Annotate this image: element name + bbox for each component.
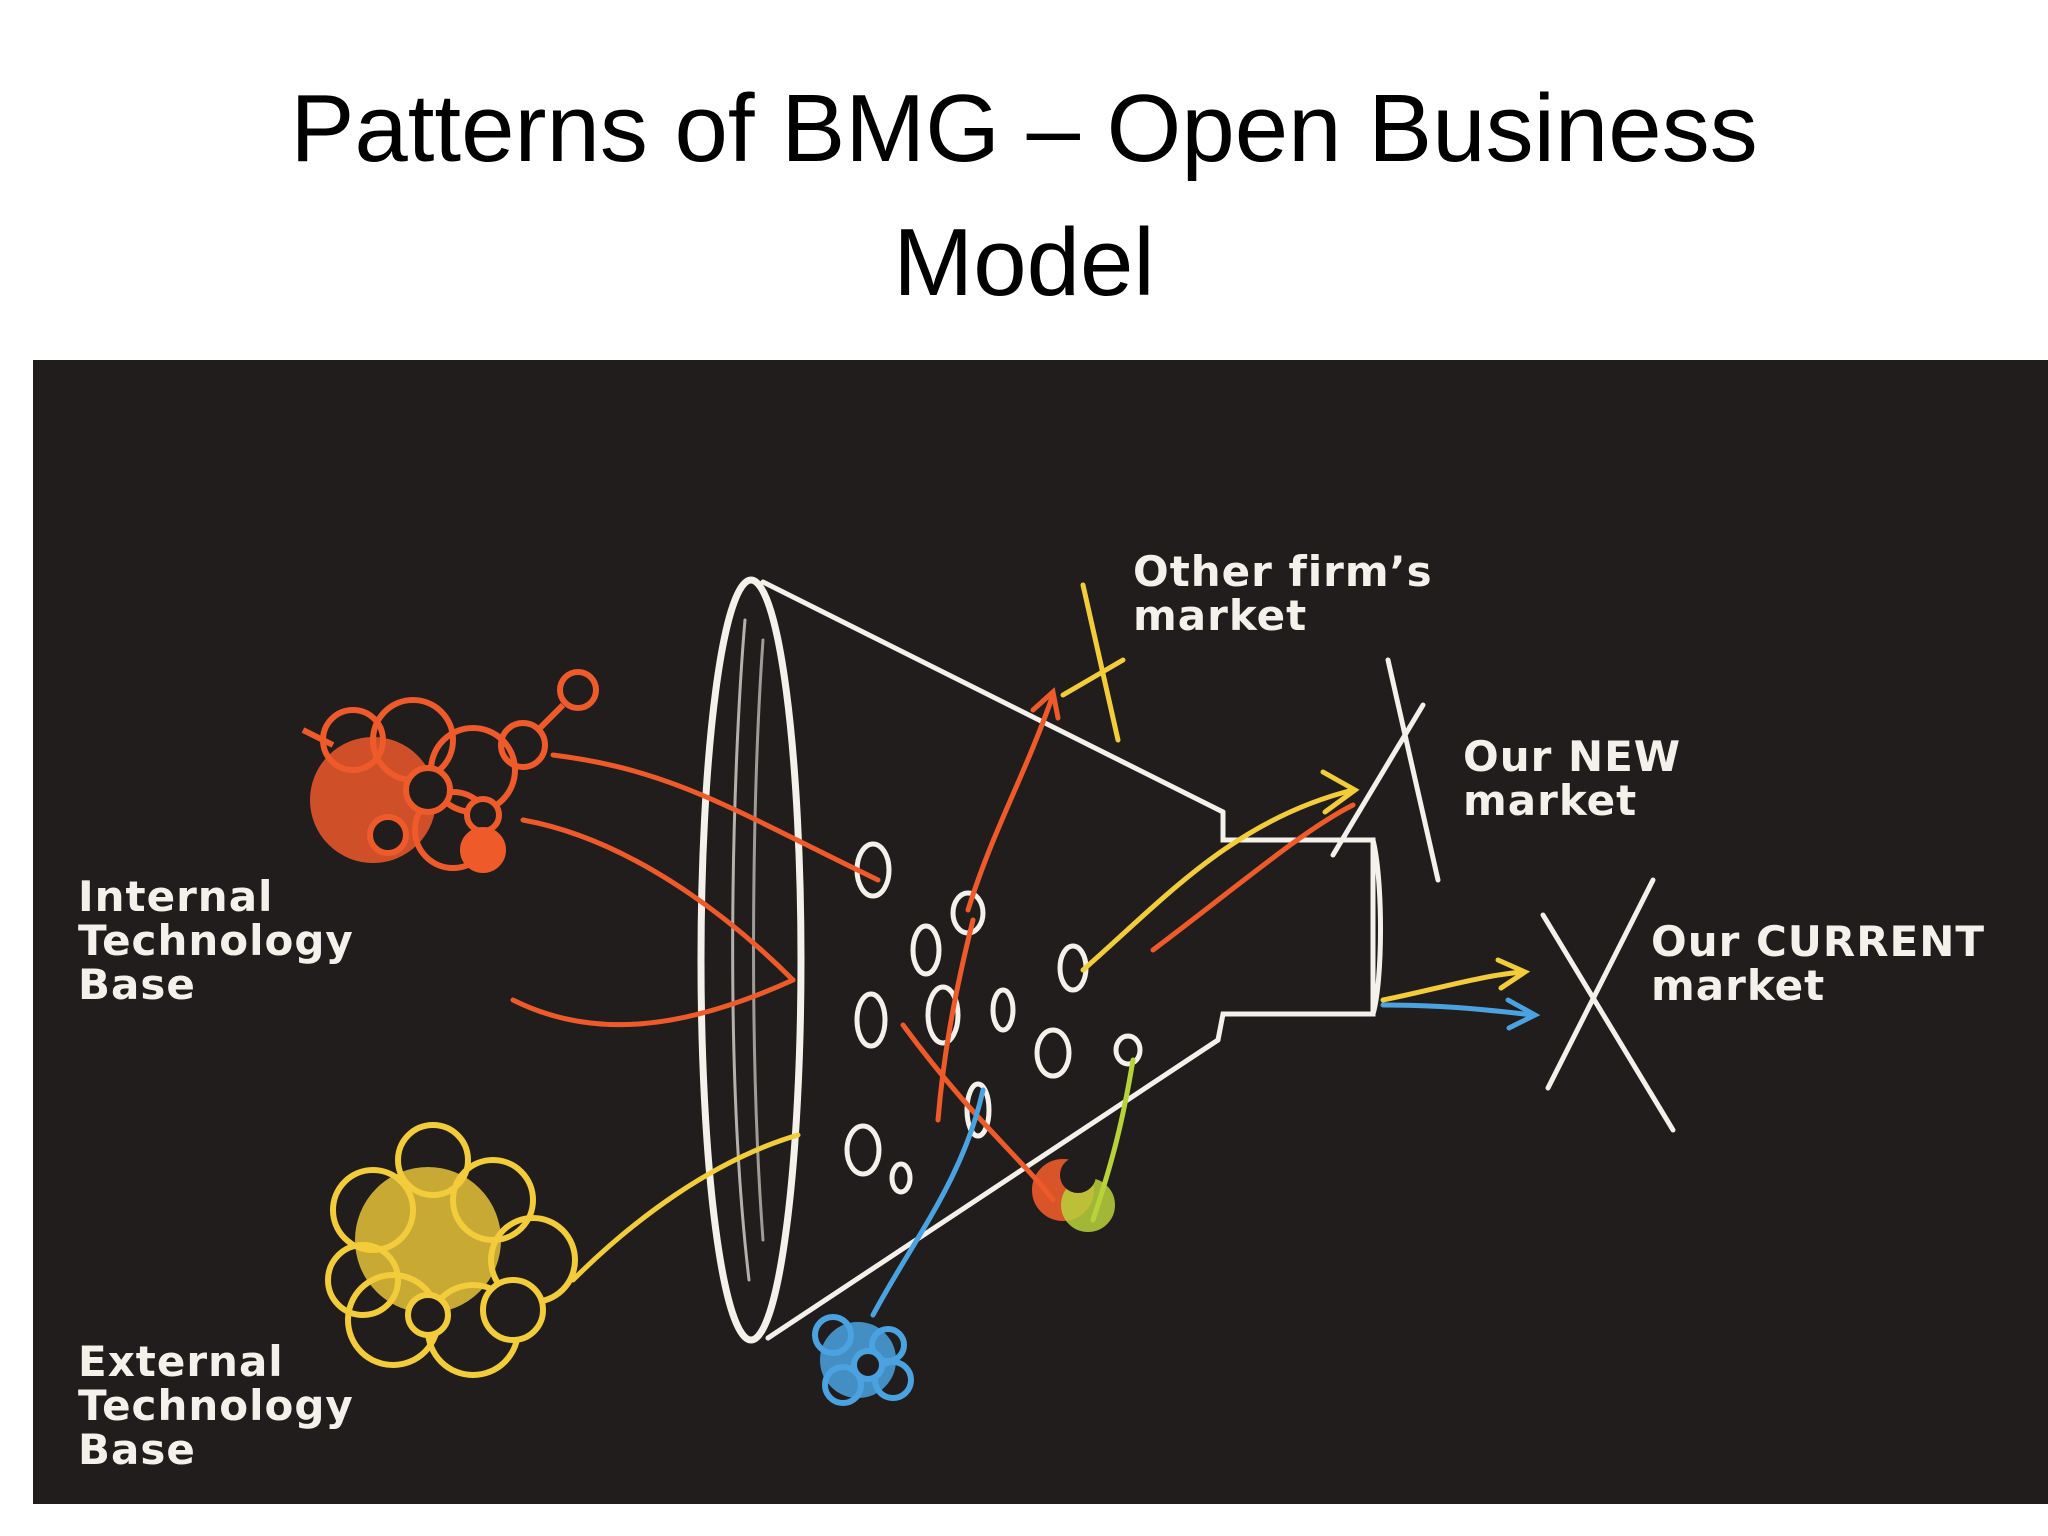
new-market-x xyxy=(1330,657,1441,883)
open-business-model-drawing xyxy=(301,576,1676,1406)
label-external-technology-base: External Technology Base xyxy=(78,1340,354,1472)
label-current-market-line-2: market xyxy=(1651,961,1826,1010)
label-internal-line-3: Base xyxy=(78,960,196,1009)
market-x-marks xyxy=(1060,582,1676,1133)
label-other-market-line-2: market xyxy=(1133,591,1308,640)
label-new-market-line-2: market xyxy=(1463,776,1638,825)
label-other-firm-market: Other firm’s market xyxy=(1133,550,1433,638)
label-our-new-market: Our NEW market xyxy=(1463,735,1681,823)
chalkboard-diagram: Internal Technology Base External Techno… xyxy=(33,360,2048,1504)
label-external-line-1: External xyxy=(78,1337,284,1386)
label-current-market-line-1: Our CURRENT xyxy=(1651,917,1986,966)
current-market-x xyxy=(1540,877,1676,1133)
label-internal-line-1: Internal xyxy=(78,872,274,921)
orange-green-cluster xyxy=(1032,1157,1115,1232)
label-external-line-2: Technology xyxy=(78,1381,354,1430)
label-other-market-line-1: Other firm’s xyxy=(1133,547,1433,596)
internal-technology-cluster xyxy=(301,669,599,873)
label-new-market-line-1: Our NEW xyxy=(1463,732,1682,781)
other-firm-market-x xyxy=(1060,582,1126,743)
blue-cluster xyxy=(812,1314,914,1406)
slide-title-line-2: Model xyxy=(893,209,1155,316)
funnel xyxy=(697,576,1383,1344)
technology-flows xyxy=(510,687,1541,1318)
label-external-line-3: Base xyxy=(78,1425,196,1474)
slide-title: Patterns of BMG – Open Business Model xyxy=(0,62,2048,330)
external-technology-cluster xyxy=(325,1122,578,1378)
label-internal-line-2: Technology xyxy=(78,916,354,965)
slide-title-line-1: Patterns of BMG – Open Business xyxy=(290,75,1758,182)
funnel-holes xyxy=(844,841,1143,1195)
label-internal-technology-base: Internal Technology Base xyxy=(78,875,354,1007)
label-our-current-market: Our CURRENT market xyxy=(1651,920,1985,1008)
